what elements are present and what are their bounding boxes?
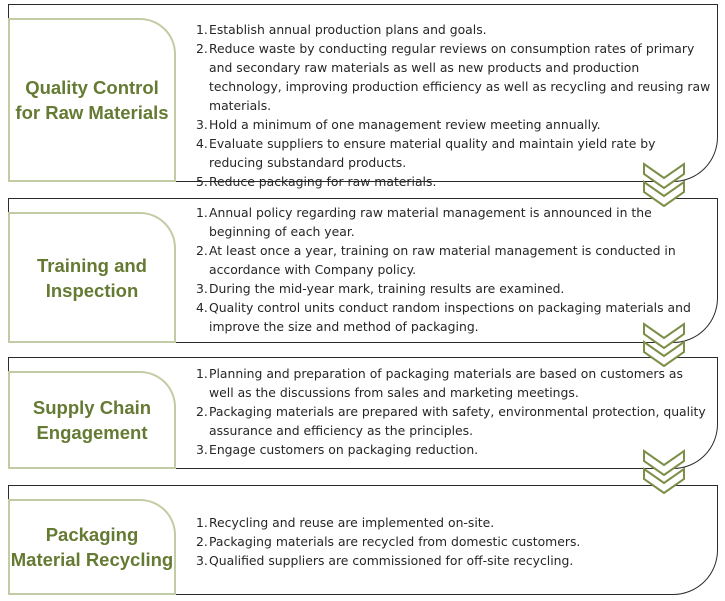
step-items: 1.Planning and preparation of packaging … <box>196 364 711 459</box>
list-item: 3.During the mid-year mark, training res… <box>196 279 711 298</box>
item-text: Packaging materials are prepared with sa… <box>209 404 706 438</box>
step-items: 1.Recycling and reuse are implemented on… <box>196 513 711 570</box>
item-number: 2. <box>196 243 208 258</box>
step-title: Supply Chain Engagement <box>32 397 152 443</box>
step-tab-base <box>8 593 176 595</box>
list-item: 2.Packaging materials are prepared with … <box>196 402 711 440</box>
step-training-inspection: Training and Inspection 1.Annual policy … <box>0 198 725 343</box>
list-item: 1.Annual policy regarding raw material m… <box>196 203 711 241</box>
step-title-tab <box>8 499 176 595</box>
step-title: Packaging Material Recycling <box>10 524 174 570</box>
item-text: During the mid-year mark, training resul… <box>209 281 565 296</box>
item-text: Hold a minimum of one management review … <box>209 117 601 132</box>
item-text: Annual policy regarding raw material man… <box>209 205 652 239</box>
item-number: 2. <box>196 404 208 419</box>
step-packaging-recycling: Packaging Material Recycling 1.Recycling… <box>0 485 725 595</box>
item-text: Evaluate suppliers to ensure material qu… <box>209 136 656 170</box>
list-item: 1.Recycling and reuse are implemented on… <box>196 513 711 532</box>
item-text: Recycling and reuse are implemented on-s… <box>209 515 495 530</box>
item-number: 3. <box>196 281 208 296</box>
item-text: Planning and preparation of packaging ma… <box>209 366 683 400</box>
item-text: Packaging materials are recycled from do… <box>209 534 581 549</box>
item-number: 3. <box>196 553 208 568</box>
item-number: 5. <box>196 174 208 189</box>
list-item: 2.Packaging materials are recycled from … <box>196 532 711 551</box>
list-item: 5.Reduce packaging for raw materials. <box>196 172 711 191</box>
item-text: Qualified suppliers are commissioned for… <box>209 553 574 568</box>
item-text: Reduce packaging for raw materials. <box>209 174 437 189</box>
step-tab-base <box>8 180 176 182</box>
item-text: Reduce waste by conducting regular revie… <box>209 41 711 113</box>
list-item: 3.Qualified suppliers are commissioned f… <box>196 551 711 570</box>
chevron-lower <box>643 340 685 368</box>
double-chevron-down-icon <box>643 449 685 495</box>
step-title-tab <box>8 18 176 182</box>
item-number: 1. <box>196 515 208 530</box>
chevron-lower <box>643 467 685 495</box>
list-item: 1.Planning and preparation of packaging … <box>196 364 711 402</box>
item-number: 3. <box>196 117 208 132</box>
item-text: At least once a year, training on raw ma… <box>209 243 676 277</box>
item-number: 2. <box>196 41 208 56</box>
list-item: 4.Quality control units conduct random i… <box>196 298 711 336</box>
item-number: 1. <box>196 205 208 220</box>
item-number: 3. <box>196 442 208 457</box>
list-item: 2.At least once a year, training on raw … <box>196 241 711 279</box>
chevron-upper <box>643 162 685 190</box>
item-text: Establish annual production plans and go… <box>209 22 487 37</box>
step-title: Quality Control for Raw Materials <box>15 77 169 123</box>
step-title-tab <box>8 212 176 343</box>
step-quality-control: Quality Control for Raw Materials 1.Esta… <box>0 4 725 189</box>
list-item: 3.Hold a minimum of one management revie… <box>196 115 711 134</box>
step-title-tab <box>8 371 176 469</box>
step-title: Training and Inspection <box>37 254 147 301</box>
item-number: 1. <box>196 22 208 37</box>
double-chevron-down-icon <box>643 322 685 368</box>
step-items: 1.Establish annual production plans and … <box>196 20 711 191</box>
step-tab-base <box>8 467 176 469</box>
list-item: 3.Engage customers on packaging reductio… <box>196 440 711 459</box>
chevron-upper <box>643 449 685 477</box>
item-number: 4. <box>196 300 208 315</box>
list-item: 4.Evaluate suppliers to ensure material … <box>196 134 711 172</box>
list-item: 1.Establish annual production plans and … <box>196 20 711 39</box>
item-number: 4. <box>196 136 208 151</box>
list-item: 2.Reduce waste by conducting regular rev… <box>196 39 711 115</box>
step-items: 1.Annual policy regarding raw material m… <box>196 203 711 336</box>
item-text: Engage customers on packaging reduction. <box>209 442 479 457</box>
item-number: 2. <box>196 534 208 549</box>
chevron-lower <box>643 180 685 208</box>
step-tab-base <box>8 341 176 343</box>
chevron-upper <box>643 322 685 350</box>
item-text: Quality control units conduct random ins… <box>209 300 691 334</box>
step-supply-chain: Supply Chain Engagement 1.Planning and p… <box>0 357 725 469</box>
double-chevron-down-icon <box>643 162 685 208</box>
item-number: 1. <box>196 366 208 381</box>
